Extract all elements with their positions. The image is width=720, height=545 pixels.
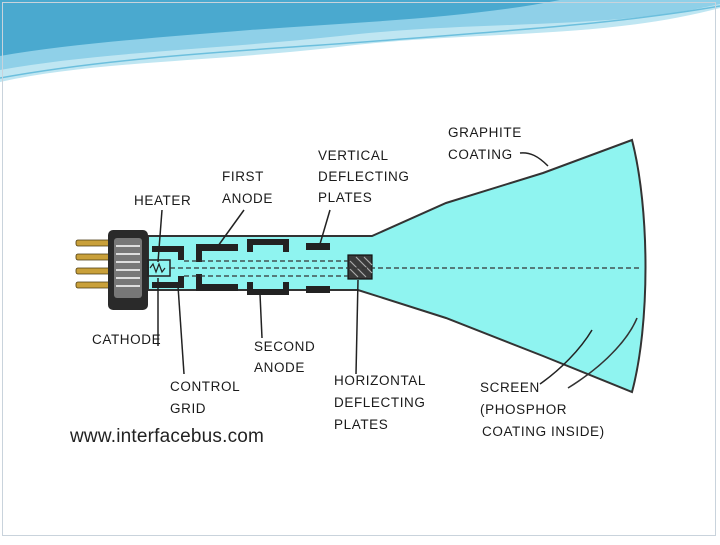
label-cathode: CATHODE [92, 332, 161, 347]
horizontal-deflecting-plates [347, 254, 373, 280]
label-first-anode-line2: ANODE [222, 191, 273, 206]
watermark-url: www.interfacebus.com [69, 426, 264, 447]
second-anode [247, 239, 289, 295]
control-grid [152, 246, 184, 288]
label-heater: HEATER [134, 193, 191, 208]
label-control-grid-line2: GRID [170, 401, 206, 416]
label-control-grid-line1: CONTROL [170, 379, 240, 394]
header-banner [0, 0, 720, 82]
label-second-anode-line2: ANODE [254, 360, 305, 375]
label-screen-line1: SCREEN [480, 380, 540, 395]
label-graphite-line2: COATING [448, 147, 513, 162]
label-second-anode-line1: SECOND [254, 339, 315, 354]
label-vertical-line2: DEFLECTING [318, 169, 410, 184]
crt-tube-body [147, 138, 647, 394]
label-horizontal-line2: DEFLECTING [334, 395, 426, 410]
label-horizontal-line1: HORIZONTAL [334, 373, 426, 388]
label-graphite-line1: GRAPHITE [448, 125, 522, 140]
slide-frame [2, 2, 716, 536]
label-screen-line3: COATING INSIDE) [482, 424, 605, 439]
component-labels: HEATER FIRST ANODE VERTICAL DEFLECTING P… [92, 125, 605, 439]
leader-lines [157, 152, 593, 385]
label-screen-line2: (PHOSPHOR [480, 402, 567, 417]
label-vertical-line3: PLATES [318, 190, 372, 205]
tube-base [108, 230, 148, 310]
vertical-deflecting-plates [306, 243, 330, 293]
label-vertical-line1: VERTICAL [318, 148, 389, 163]
first-anode [196, 244, 238, 291]
label-first-anode-line1: FIRST [222, 169, 264, 184]
electron-beam [170, 260, 640, 277]
label-horizontal-line3: PLATES [334, 417, 388, 432]
screen-curve [567, 317, 638, 389]
